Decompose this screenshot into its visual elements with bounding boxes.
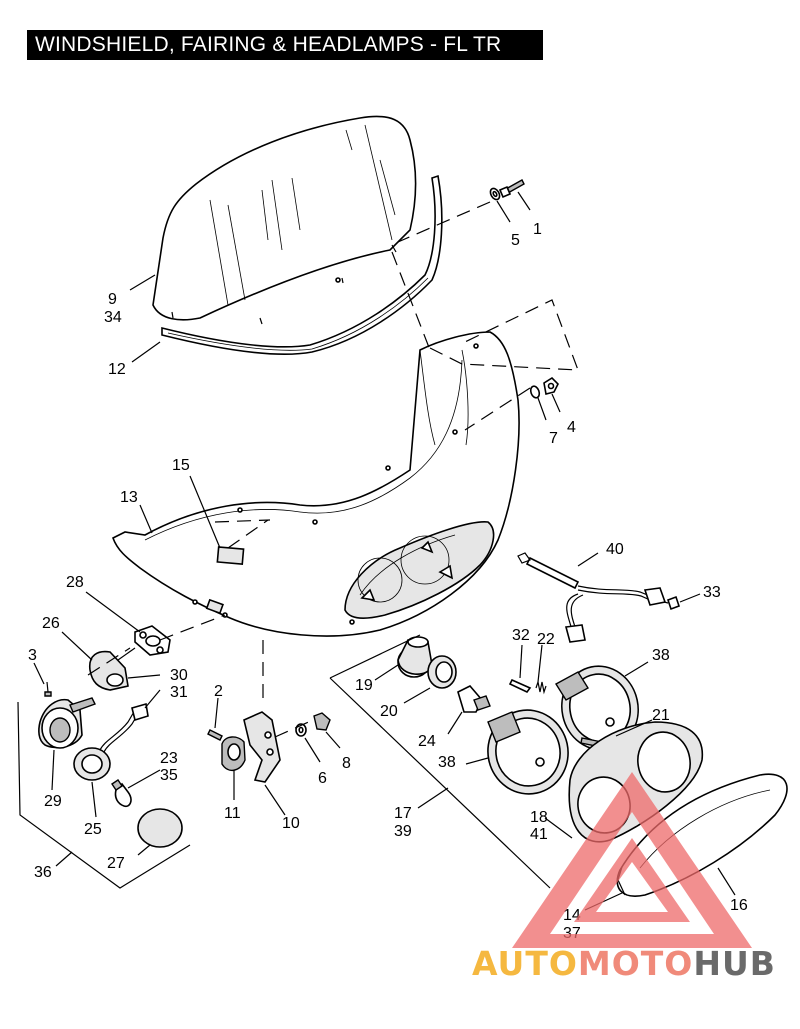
callout-18: 18 [530, 809, 548, 826]
washer [529, 385, 541, 399]
trim-ring [397, 636, 433, 678]
washer [489, 187, 501, 201]
callout-17: 17 [394, 805, 412, 822]
callout-33: 33 [703, 584, 721, 601]
warning-triangle-icon [512, 772, 752, 948]
callout-32: 32 [512, 627, 530, 644]
callout-26: 26 [42, 615, 60, 632]
nut [313, 712, 331, 731]
callout-22: 22 [537, 631, 555, 648]
bulb [111, 779, 132, 808]
callout-23: 23 [160, 750, 178, 767]
title-bar: WINDSHIELD, FAIRING & HEADLAMPS - FL TR [27, 30, 543, 60]
screw [44, 681, 52, 697]
headlamp-lower [487, 709, 569, 795]
lamp-socket [73, 702, 149, 781]
callout-38-upper: 38 [652, 647, 670, 664]
callout-3: 3 [28, 647, 37, 664]
turn-signal-housing [38, 697, 96, 749]
callout-34: 34 [104, 309, 122, 326]
headlamp-upper [555, 665, 639, 751]
callout-1: 1 [533, 221, 542, 238]
callout-10: 10 [282, 815, 300, 832]
screw [207, 729, 223, 741]
nut [543, 376, 559, 395]
wiring-harness [517, 552, 667, 643]
callout-24: 24 [418, 733, 436, 750]
spring [535, 679, 547, 695]
callout-2: 2 [214, 683, 223, 700]
windshield [152, 115, 417, 325]
visor-lens [616, 773, 788, 897]
callout-29: 29 [44, 793, 62, 810]
callout-13: 13 [120, 489, 138, 506]
gasket [134, 625, 171, 656]
watermark-text: AUTOMOTOHUB [472, 944, 776, 983]
lens [137, 808, 183, 848]
callout-35: 35 [160, 767, 178, 784]
mounting-bracket [88, 647, 136, 691]
callout-12: 12 [108, 361, 126, 378]
headlamp-bulb [457, 685, 491, 713]
callout-6: 6 [318, 770, 327, 787]
callout-20: 20 [380, 703, 398, 720]
callout-38-lower: 38 [438, 754, 456, 771]
page-title: WINDSHIELD, FAIRING & HEADLAMPS - FL TR [35, 33, 502, 56]
callout-5: 5 [511, 232, 520, 249]
callout-7: 7 [549, 430, 558, 447]
connector [663, 595, 681, 611]
callout-30: 30 [170, 667, 188, 684]
callout-25: 25 [84, 821, 102, 838]
callout-40: 40 [606, 541, 624, 558]
callout-11: 11 [224, 805, 241, 822]
callout-labels: 1 5 9 34 12 7 4 15 13 40 33 28 32 22 38 … [28, 221, 748, 942]
callout-39: 39 [394, 823, 412, 840]
mounting-bracket [243, 711, 281, 783]
watermark-text-auto: AUTO [472, 944, 578, 983]
clamp [221, 736, 246, 771]
callout-19: 19 [355, 677, 373, 694]
seal [427, 655, 457, 689]
callout-36: 36 [34, 864, 52, 881]
adjusting-screw [508, 678, 532, 694]
windshield-trim-strip [161, 174, 443, 356]
watermark-text-hub: HUB [693, 944, 776, 983]
callout-4: 4 [567, 419, 576, 436]
callout-21: 21 [652, 707, 670, 724]
leader-lines [33, 191, 736, 911]
callout-31: 31 [170, 684, 188, 701]
screw [498, 179, 525, 199]
callout-27: 27 [107, 855, 125, 872]
callout-8: 8 [342, 755, 351, 772]
fairing [112, 331, 520, 637]
callout-16: 16 [730, 897, 748, 914]
callout-9: 9 [108, 291, 117, 308]
callout-28: 28 [66, 574, 84, 591]
callout-15: 15 [172, 457, 190, 474]
callout-41: 41 [530, 826, 548, 843]
watermark-text-moto: MOTO [577, 944, 694, 983]
